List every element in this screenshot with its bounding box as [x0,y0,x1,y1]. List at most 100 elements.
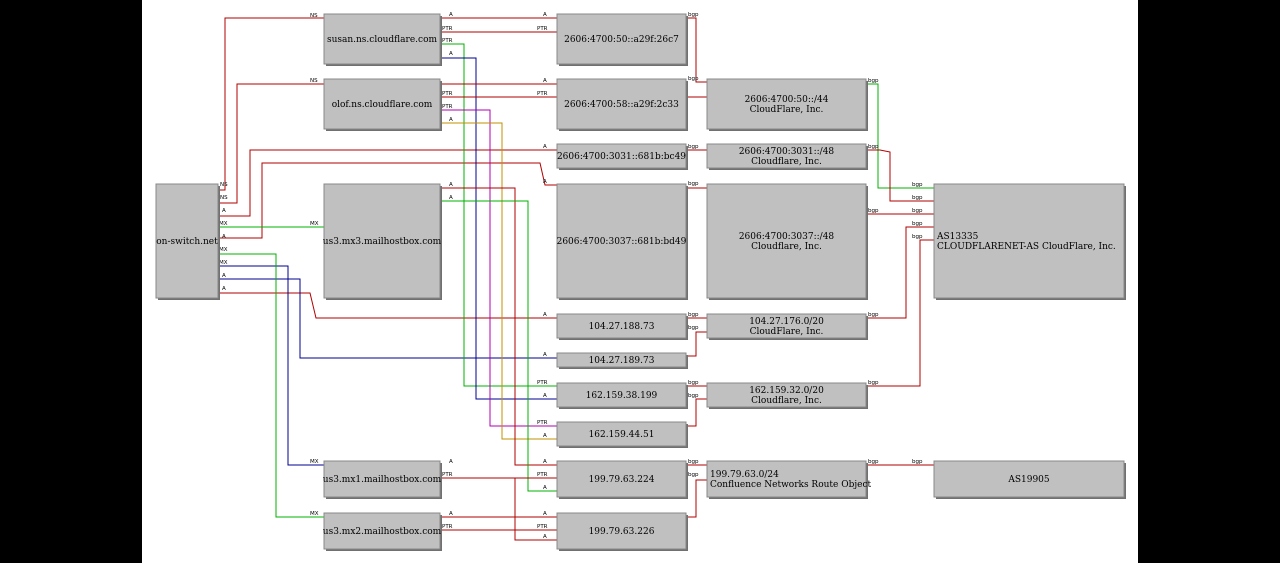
edge-label-bgp-ip4f: bgp [688,472,699,478]
port-label-1: bgp [912,195,923,201]
node-label: CloudFlare, Inc. [750,105,824,115]
node-box [706,313,867,339]
edge-label-bgp-ip4e: bgp [688,459,699,465]
edge-olof-a-ip4d [440,122,557,440]
port-label-25: PTR [442,472,453,478]
node-label: AS13335 [936,232,979,242]
port-label-17: PTR [442,38,453,44]
node-box [323,13,441,65]
port-label-26: A [449,511,453,517]
node-box [556,313,687,339]
edge-label-olof-a-ip6b: A [543,78,547,84]
node-box [706,183,867,299]
edge-bgp-pfx4 [866,226,934,319]
node-ip4e[interactable]: 199.79.63.224 [556,460,688,499]
edge-label-bgp-ip6b: bgp [688,76,699,82]
node-box [933,183,1125,299]
port-label-27: PTR [442,524,453,530]
edge-labels-layer: NSNSAAAAMXMXMXAPTRPTRAAPTRPTRAAAPTRAPTRA… [219,12,923,540]
node-ip6a[interactable]: 2606:4700:50::a29f:26c7 [556,13,688,66]
node-ip4d[interactable]: 162.159.44.51 [556,421,688,448]
edge-ns-susan [218,17,324,191]
port-label-9: MX [219,221,228,227]
node-label: AS19905 [1007,475,1050,485]
edge-a-ip4b [218,278,557,359]
node-label: 2606:4700:3031::/48 [739,147,835,157]
edge-label-bgp-ip6d: bgp [688,181,699,187]
node-ip4a[interactable]: 104.27.188.73 [556,313,688,340]
edge-bgp-ip4b [686,331,707,357]
node-label: 162.159.44.51 [589,430,655,440]
edge-label-olof-a-ip4d: A [543,433,547,439]
node-ip4f[interactable]: 199.79.63.226 [556,512,688,551]
node-onswitch[interactable]: on-switch.net [155,183,220,300]
node-box [556,421,687,447]
node-box [556,13,687,65]
node-label: 2606:4700:50::a29f:26c7 [564,35,679,45]
edge-a-ip6d [218,162,557,239]
node-label: 162.159.32.0/20 [749,386,824,396]
node-olof[interactable]: olof.ns.cloudflare.com [323,78,442,131]
edge-a-ip4a [218,292,557,319]
edge-label-mx2-a-ip4f: A [543,511,547,517]
node-as19905[interactable]: AS19905 [933,460,1126,499]
node-label: 104.27.189.73 [589,356,655,366]
node-box [556,512,687,550]
node-label: 2606:4700:3037::/48 [739,232,835,242]
edge-mx3-a-ip4e-2 [440,200,557,492]
edge-label-mx-mx2: MX [310,511,319,517]
edge-label-bgp-pfx3: bgp [868,208,879,214]
node-label: 199.79.63.226 [589,527,655,537]
port-label-5: bgp [912,459,923,465]
edge-label-bgp-pfx6: bgp [868,459,879,465]
node-label: susan.ns.cloudflare.com [327,35,438,45]
node-ip6b[interactable]: 2606:4700:58::a29f:2c33 [556,78,688,131]
node-label: 2606:4700:58::a29f:2c33 [564,100,679,110]
node-box [556,78,687,130]
port-label-4: bgp [912,234,923,240]
edge-label-ip4f-ptr-mx2: PTR [537,524,548,530]
node-label: us3.mx3.mailhostbox.com [323,237,442,247]
node-ip6c[interactable]: 2606:4700:3031::681b:bc49 [556,143,688,170]
edge-label-a-ip4a: A [543,312,547,318]
node-mx3[interactable]: us3.mx3.mailhostbox.com [323,183,442,300]
node-mx2[interactable]: us3.mx2.mailhostbox.com [323,512,442,551]
node-mx1[interactable]: us3.mx1.mailhostbox.com [323,460,442,499]
port-label-6: NS [220,182,228,188]
port-label-3: bgp [912,221,923,227]
edge-label-bgp-pfx1: bgp [868,78,879,84]
port-label-16: PTR [442,26,453,32]
node-label: Cloudflare, Inc. [751,396,822,406]
node-label: 199.79.63.224 [589,475,655,485]
edge-label-susan-a-ip4c: A [543,393,547,399]
edge-label-ip4d-ptr-olof: PTR [537,420,548,426]
edge-mx-mx1 [218,265,324,466]
edge-label-susan-a-ip6a: A [543,12,547,18]
edge-label-bgp-pfx5: bgp [868,380,879,386]
edge-label-bgp-pfx2: bgp [868,144,879,150]
node-ip4b[interactable]: 104.27.189.73 [556,352,688,369]
node-ip6d[interactable]: 2606:4700:3037::681b:bd49 [556,183,688,300]
node-susan[interactable]: susan.ns.cloudflare.com [323,13,442,66]
node-box [323,78,441,130]
node-ip4c[interactable]: 162.159.38.199 [556,382,688,409]
edge-label-bgp-ip4d: bgp [688,393,699,399]
node-box [556,143,687,169]
node-box [556,460,687,498]
node-box [556,382,687,408]
edge-label-mx-mx1: MX [310,459,319,465]
edge-label-bgp-ip6a: bgp [688,12,699,18]
node-box [556,183,687,299]
nodes-layer: on-switch.net susan.ns.cloudflare.com olof… [155,13,1126,551]
node-box [556,352,687,368]
node-label: 104.27.188.73 [589,322,655,332]
edge-mx-mx2 [218,253,324,518]
port-label-8: A [222,208,226,214]
